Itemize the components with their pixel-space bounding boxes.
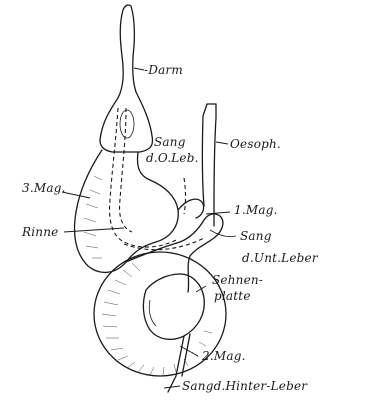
mag1-fold	[178, 199, 204, 218]
tendon-plate	[143, 274, 204, 339]
leader-oesoph	[216, 142, 228, 144]
darm-lumen-mark	[120, 110, 134, 138]
channel-dashed-2	[120, 108, 133, 232]
label-rinne: Rinne	[21, 225, 58, 239]
label-mag2: 2.Mag.	[201, 349, 246, 363]
label-oesoph: Oesoph.	[230, 137, 281, 151]
leader-mag2	[180, 346, 198, 356]
label-sehnen-1: Sehnen-	[212, 273, 263, 287]
darm-intestine	[100, 5, 153, 152]
label-sang-unt-1: Sang	[240, 229, 272, 243]
rinne-dashed	[110, 108, 176, 247]
label-mag1: 1.Mag.	[234, 203, 278, 217]
leader-hinter	[164, 386, 180, 388]
third-stomach-hatch	[84, 176, 102, 258]
label-mag3: 3.Mag.	[22, 181, 66, 195]
lower-dashed	[124, 238, 204, 250]
leader-mag1	[206, 212, 230, 214]
label-darm: -Darm	[144, 63, 183, 77]
sang-dashed	[184, 178, 186, 214]
tendon-plate-inner	[149, 300, 156, 326]
third-stomach	[75, 150, 179, 272]
leader-darm	[134, 68, 144, 70]
leader-rinne	[64, 228, 124, 232]
label-sang-hinter: Sangd.Hinter-Leber	[182, 379, 308, 393]
label-sang-o-leb-2: d.O.Leb.	[146, 151, 199, 165]
label-sehnen-2: platte	[214, 289, 251, 303]
oesophagus	[202, 104, 216, 226]
leader-mag3	[62, 192, 90, 198]
label-sang-o-leb-1: Sang	[154, 135, 186, 149]
leader-sang-unt	[210, 230, 236, 237]
label-sang-unt-2: d.Unt.Leber	[242, 251, 319, 265]
